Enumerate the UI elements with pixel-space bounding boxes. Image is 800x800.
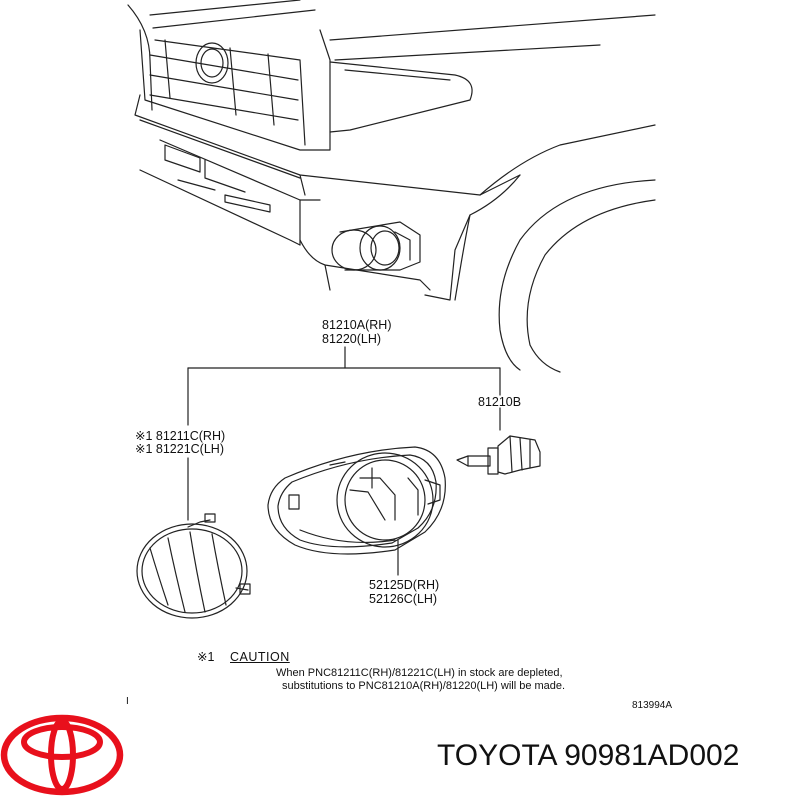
truck-front-illustration — [127, 0, 656, 373]
label-lens-rh: ※1 81211C(RH) — [135, 429, 226, 443]
toyota-logo — [0, 714, 124, 796]
caution-mark: ※1 — [197, 650, 215, 664]
fog-lamp-housing — [267, 446, 446, 555]
diagram-code: 813994A — [632, 700, 673, 711]
label-housing-rh: 52125D(RH) — [369, 578, 440, 592]
label-bulb: 81210B — [478, 395, 522, 409]
label-lens-lh: ※1 81221C(LH) — [135, 442, 224, 456]
label-housing-lh: 52126C(LH) — [369, 592, 438, 606]
caution-line-1: When PNC81211C(RH)/81221C(LH) in stock a… — [276, 667, 563, 679]
stray-mark: I — [126, 696, 129, 707]
fog-lamp-lens — [136, 513, 251, 619]
label-assembly-lh: 81220(LH) — [322, 332, 382, 346]
caution-line-2: substitutions to PNC81210A(RH)/81220(LH)… — [282, 680, 566, 692]
brand-part-number: TOYOTA 90981AD002 — [437, 739, 740, 772]
caution-title: CAUTION — [230, 650, 290, 664]
label-assembly-rh: 81210A(RH) — [322, 318, 392, 332]
fog-lamp-bulb — [456, 435, 541, 475]
